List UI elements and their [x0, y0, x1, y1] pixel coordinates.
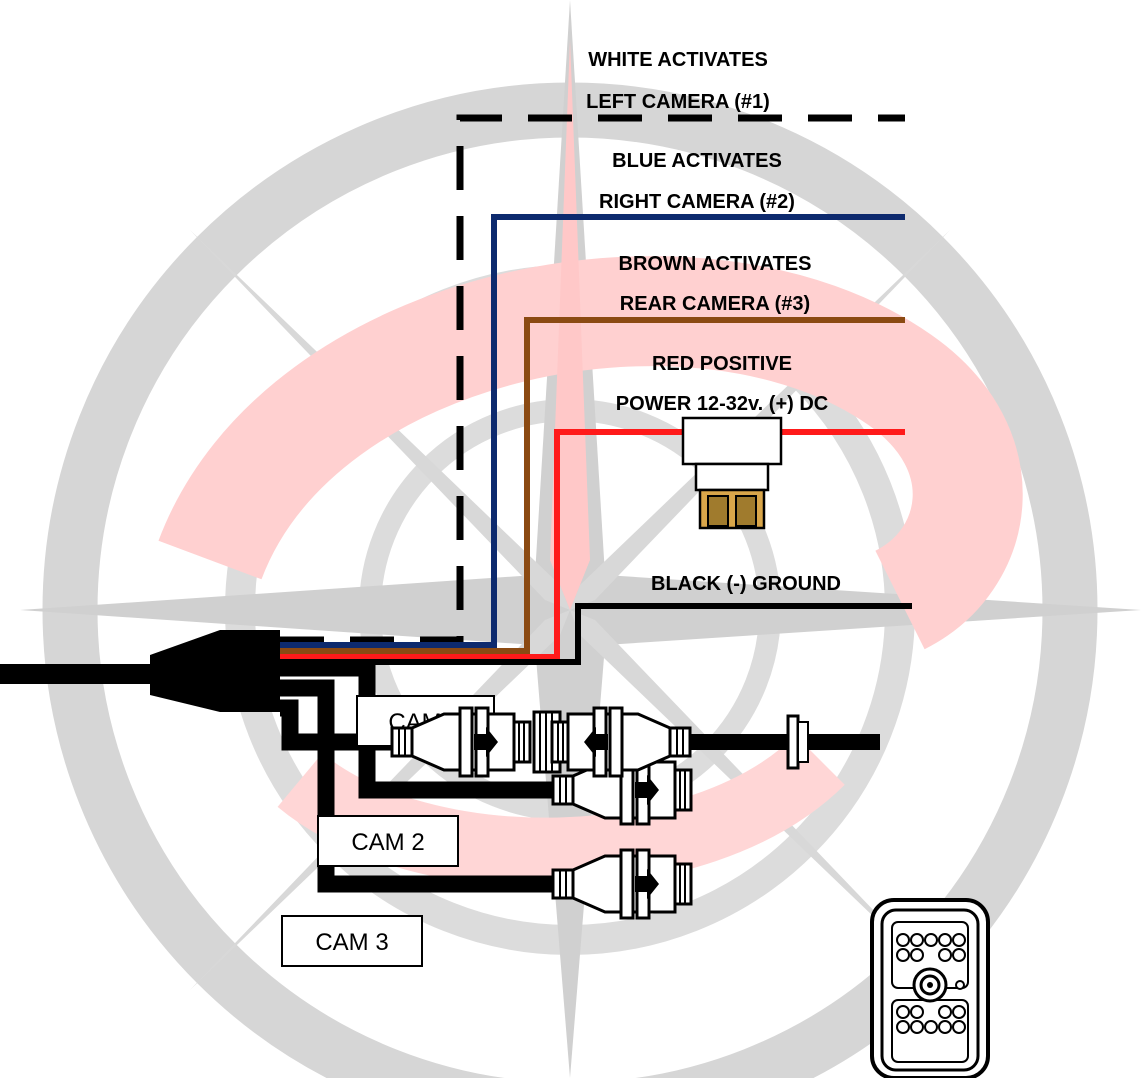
brown-wire-label-line2: REAR CAMERA (#3) — [620, 293, 810, 315]
cam2-label-box: CAM 2 — [317, 815, 459, 867]
wire-white — [280, 114, 905, 644]
black-wire-label: BLACK (-) GROUND — [651, 573, 841, 595]
wire-black — [280, 603, 912, 665]
brown-wire-label-line1: BROWN ACTIVATES — [619, 253, 812, 275]
white-wire-label-line1: WHITE ACTIVATES — [588, 49, 768, 71]
cam2-cable — [280, 679, 553, 893]
wire-blue — [280, 214, 905, 648]
backup-camera-icon — [870, 898, 990, 1078]
red-wire-label-line1: RED POSITIVE — [652, 353, 792, 375]
blue-wire-label-line1: BLUE ACTIVATES — [612, 150, 782, 172]
cam2-label: CAM 2 — [351, 829, 424, 856]
wire-brown — [280, 317, 905, 654]
cam3-cable — [280, 699, 392, 751]
cam3-label: CAM 3 — [315, 929, 388, 956]
main-harness-cable — [0, 630, 280, 712]
red-wire-label-line2: POWER 12-32v. (+) DC — [616, 393, 828, 415]
inline-fuse-icon — [681, 416, 783, 530]
blue-wire-label-line2: RIGHT CAMERA (#2) — [599, 191, 795, 213]
cam3-label-box: CAM 3 — [281, 915, 423, 967]
white-wire-label-line2: LEFT CAMERA (#1) — [586, 91, 770, 113]
camera-pigtail-cable — [690, 714, 880, 770]
